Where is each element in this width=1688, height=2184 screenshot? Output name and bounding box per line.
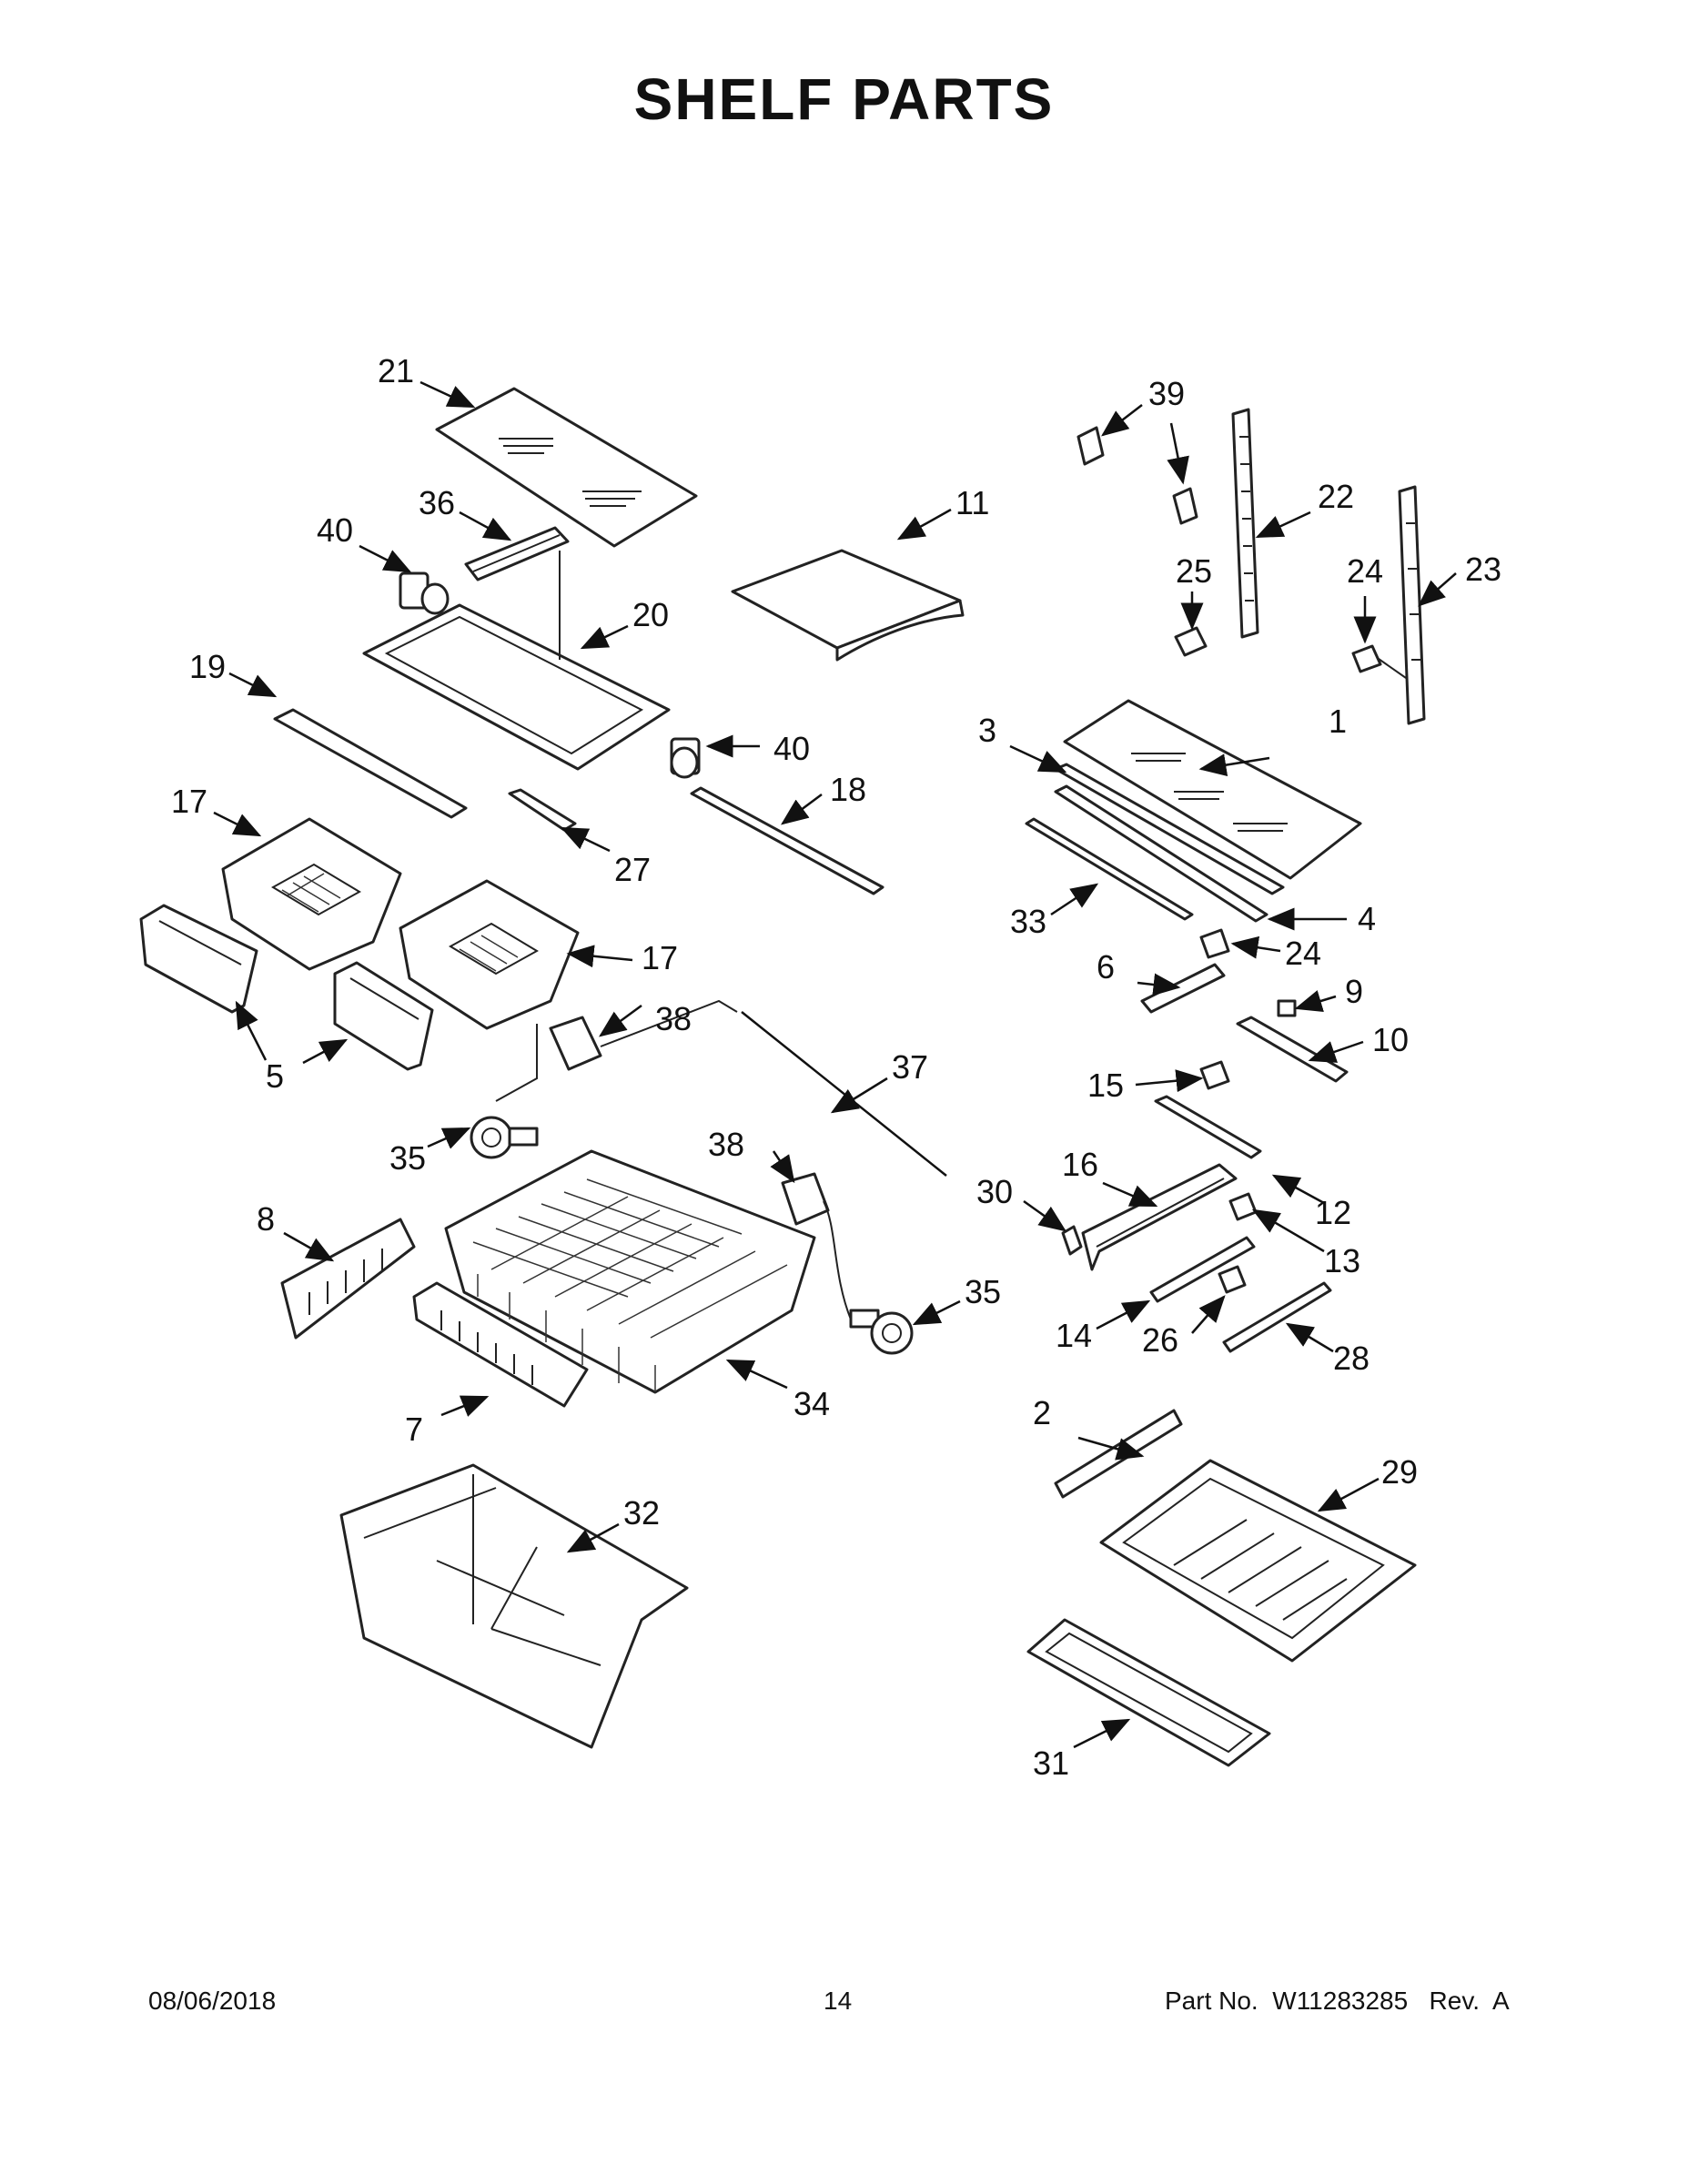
bracket-38-lower (781, 1172, 852, 1320)
callout-18: 18 (830, 771, 866, 808)
callout-34: 34 (793, 1385, 830, 1422)
glass-shelf-1 (1063, 699, 1362, 880)
drawer-front-5-right (333, 961, 434, 1071)
screw-13 (1228, 1192, 1258, 1221)
callout-12: 12 (1315, 1194, 1351, 1231)
callout-11: 11 (955, 484, 989, 521)
screw-24-upper (1351, 644, 1407, 679)
footer-page-number: 14 (824, 1987, 853, 2015)
leader-lines (213, 380, 1457, 1749)
callout-22: 22 (1318, 478, 1354, 515)
trim-33 (1025, 817, 1194, 921)
screw-25 (1174, 626, 1208, 657)
screw-26 (1218, 1265, 1247, 1294)
callout-24-lower: 24 (1285, 935, 1321, 972)
callout-38-lower: 38 (708, 1126, 744, 1163)
bracket-12 (1154, 1095, 1262, 1159)
callout-13: 13 (1324, 1242, 1360, 1279)
callout-28: 28 (1333, 1340, 1370, 1377)
shelf-frame-20 (362, 551, 671, 771)
callout-21: 21 (378, 352, 414, 389)
crisper-drawer-17-left (221, 817, 402, 971)
callout-24-upper: 24 (1347, 552, 1383, 590)
trim-4 (1054, 784, 1269, 923)
freezer-tray-29 (1099, 1459, 1417, 1663)
crisper-drawer-17-right (399, 879, 580, 1030)
clip-27 (508, 788, 577, 832)
callout-7: 7 (405, 1410, 423, 1448)
spacer-40-upper (399, 571, 450, 615)
callout-33: 33 (1010, 903, 1046, 940)
callout-20: 20 (632, 596, 669, 633)
clip-39 (1076, 426, 1198, 525)
callout-38-upper: 38 (655, 1000, 692, 1037)
basket-front-8 (280, 1218, 416, 1340)
basket-front-7 (412, 1281, 589, 1408)
shelf-rail-36 (464, 526, 570, 581)
callout-32: 32 (623, 1494, 660, 1532)
gear-35-right (849, 1309, 914, 1355)
callout-31: 31 (1033, 1744, 1069, 1782)
callout-9: 9 (1345, 973, 1363, 1010)
tray-front-31 (1026, 1618, 1271, 1767)
callout-14: 14 (1056, 1317, 1092, 1354)
callout-labels: 1 2 3 4 5 6 7 8 9 10 11 12 13 14 15 16 1… (171, 352, 1501, 1782)
bracket-10 (1236, 1016, 1349, 1083)
callout-19: 19 (189, 648, 226, 685)
bracket-38-upper (495, 999, 738, 1102)
glass-shelf-21 (435, 387, 698, 548)
callout-5: 5 (266, 1057, 284, 1095)
callout-17-upper: 17 (171, 783, 207, 820)
callout-16: 16 (1062, 1146, 1098, 1183)
callout-26: 26 (1142, 1321, 1178, 1359)
standard-23 (1398, 485, 1426, 725)
shelf-trim-18 (690, 786, 884, 895)
footer-part-number: Part No. W11283285 Rev. A (1165, 1987, 1510, 2015)
callout-35-right: 35 (965, 1273, 1001, 1310)
callout-25: 25 (1176, 552, 1212, 590)
callout-39: 39 (1148, 375, 1185, 412)
callout-40-lower: 40 (773, 730, 810, 767)
rod-28 (1222, 1281, 1332, 1353)
shelf-11 (731, 549, 965, 662)
callout-29: 29 (1381, 1453, 1418, 1491)
callout-40-upper: 40 (317, 511, 353, 549)
wire-basket-34 (444, 1149, 816, 1394)
shelf-trim-19 (273, 708, 468, 819)
callout-17-lower: 17 (642, 939, 678, 976)
callout-27: 27 (614, 851, 651, 888)
callout-35-left: 35 (389, 1139, 426, 1177)
slide-assembly-16 (1081, 1163, 1238, 1271)
callout-6: 6 (1097, 948, 1115, 986)
clip-30 (1061, 1225, 1083, 1256)
callout-37: 37 (892, 1048, 928, 1086)
clip-9 (1277, 999, 1297, 1017)
gear-35-left (470, 1116, 539, 1159)
freezer-bin-32 (339, 1463, 689, 1749)
callout-1: 1 (1329, 703, 1347, 740)
callout-10: 10 (1372, 1021, 1409, 1058)
screw-24-lower (1199, 928, 1230, 959)
callout-4: 4 (1358, 900, 1376, 937)
bracket-6 (1140, 963, 1226, 1014)
spacer-40-lower (670, 737, 701, 779)
callout-36: 36 (419, 484, 455, 521)
standard-22 (1231, 408, 1259, 639)
screw-15 (1199, 1060, 1230, 1090)
callout-3: 3 (978, 712, 996, 749)
page-title: SHELF PARTS (633, 66, 1055, 132)
callout-23: 23 (1465, 551, 1501, 588)
rail-2 (1054, 1409, 1183, 1499)
rod-37 (741, 1011, 947, 1177)
callout-2: 2 (1033, 1394, 1051, 1431)
callout-15: 15 (1087, 1067, 1124, 1104)
callout-30: 30 (976, 1173, 1013, 1210)
callout-8: 8 (257, 1200, 275, 1238)
bracket-14 (1149, 1236, 1256, 1303)
footer-date: 08/06/2018 (148, 1987, 277, 2015)
